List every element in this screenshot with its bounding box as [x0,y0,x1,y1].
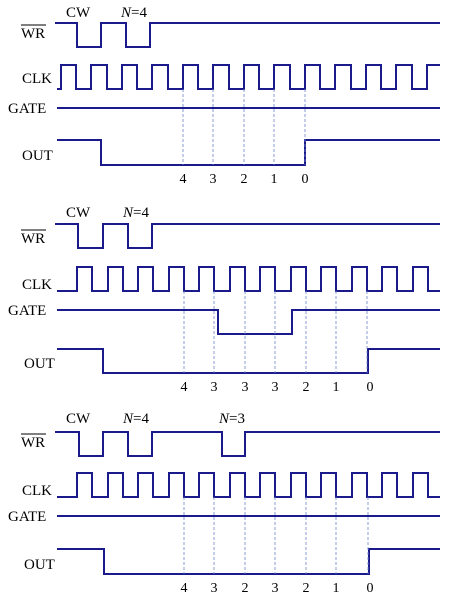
guide-lines [183,291,368,373]
panel-1: CW N=4 WR CLK GATE OUT 4 3 2 1 0 [8,5,440,187]
clk-waveform [57,266,440,292]
clk-waveform [57,64,440,90]
count-label: 4 [181,581,188,596]
panel-3: CW N=4 N=3 WR CLK GATE OUT 4 3 2 3 2 1 0 [8,411,440,596]
out-waveform [57,548,440,575]
n-label: N=4 [122,411,149,427]
wr-label: WR [21,435,45,451]
out-label: OUT [24,557,55,573]
count-label: 4 [181,380,188,395]
n-label: N=4 [122,205,149,221]
clk-waveform [57,472,440,498]
count-labels: 4 3 2 1 0 [180,172,309,187]
n-label: N=4 [120,5,147,21]
count-label: 2 [241,172,248,187]
count-label: 3 [242,380,249,395]
count-label: 0 [367,581,374,596]
panel-2: CW N=4 WR CLK GATE OUT 4 3 3 3 2 1 0 [8,205,440,395]
count-label: 3 [272,581,279,596]
count-label: 3 [211,380,218,395]
cw-label: CW [66,411,91,427]
cw-label: CW [66,5,91,21]
count-labels: 4 3 2 3 2 1 0 [181,581,374,596]
out-label: OUT [24,356,55,372]
clk-label: CLK [22,277,52,293]
gate-waveform [57,309,440,335]
guide-lines [182,89,306,165]
count-labels: 4 3 3 3 2 1 0 [181,380,374,395]
count-label: 4 [180,172,187,187]
count-label: 1 [271,172,278,187]
count-label: 0 [367,380,374,395]
count-label: 0 [302,172,309,187]
gate-label: GATE [8,303,46,319]
count-label: 2 [303,380,310,395]
clk-label: CLK [22,483,52,499]
count-label: 3 [272,380,279,395]
count-label: 1 [333,581,340,596]
out-waveform [57,348,440,374]
guide-lines [183,497,369,574]
cw-label: CW [66,205,91,221]
gate-label: GATE [8,509,46,525]
out-label: OUT [22,148,53,164]
out-waveform [57,139,440,166]
wr-label: WR [21,26,45,42]
count-label: 3 [210,172,217,187]
count-label: 3 [211,581,218,596]
clk-label: CLK [22,71,52,87]
count-label: 1 [333,380,340,395]
wr-waveform [55,431,440,457]
gate-label: GATE [8,101,46,117]
wr-waveform [55,223,440,249]
count-label: 2 [303,581,310,596]
wr-waveform [55,22,440,48]
count-label: 2 [242,581,249,596]
n2-label: N=3 [218,411,245,427]
wr-label: WR [21,231,45,247]
